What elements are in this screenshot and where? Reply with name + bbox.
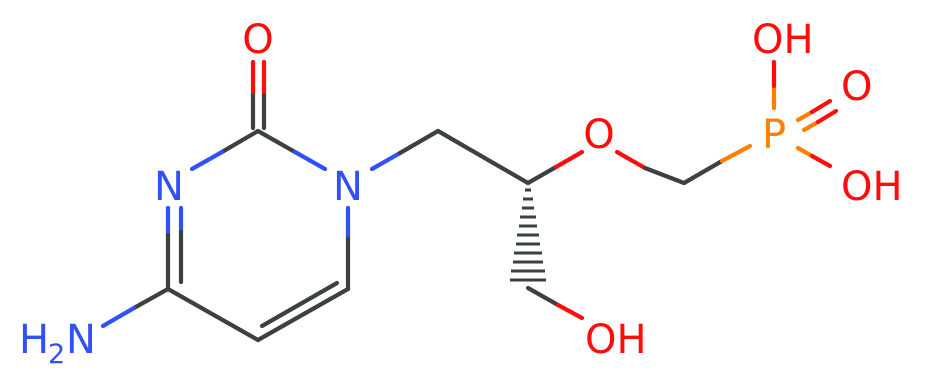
c4-amine-bond [131, 286, 171, 311]
c2-n1-bond [255, 128, 298, 155]
phosphonic-oh-top-label: OH [752, 17, 814, 63]
c2-n1-bond-n [292, 149, 328, 172]
phosphorus-label: P [762, 112, 786, 158]
c2-n3-bond-n [189, 149, 225, 172]
ch2-p-bond-p [719, 143, 753, 164]
ether-oxygen-label: O [583, 112, 614, 158]
n1-ch2-bond-n [369, 150, 403, 172]
hydroxyl-label: OH [585, 317, 647, 363]
hashed-wedge-bond [510, 188, 546, 282]
n1-ch2-bond [397, 128, 441, 156]
amine-n-label: N [66, 317, 96, 363]
ch2-ch-bond [435, 128, 531, 186]
ether-ch2-bond [642, 165, 687, 186]
ch-ether-bond [525, 164, 559, 186]
p-oh-bottom-bond-o [809, 153, 833, 169]
ch2-p-bond [681, 158, 725, 186]
n3-label: N [154, 164, 184, 210]
c2-n3-bond [219, 128, 261, 155]
amine-subscript-label: 2 [48, 339, 65, 370]
c5-c6-bond [255, 286, 351, 343]
amine-h-label: H [19, 317, 49, 363]
ether-ch2-bond-o [614, 149, 648, 171]
p-oh-bottom-bond-p [795, 145, 815, 159]
phosphonic-oh-bottom-label: OH [841, 164, 903, 210]
p-oxo-bond-a-p [795, 109, 815, 123]
ch-ether-bond-o [553, 149, 585, 170]
p-oxo-bond-b-o [815, 108, 839, 125]
n1-label: N [333, 164, 363, 210]
c5-c6-bond-inner [259, 280, 340, 329]
ch2-hydroxyl-bond-o [555, 302, 585, 321]
phosphonic-oxo-label: O [841, 64, 872, 110]
carbonyl-oxygen-label: O [242, 17, 273, 63]
p-oxo-bond-a-o [809, 98, 833, 115]
c4-c5-bond [165, 286, 261, 343]
bonds [100, 59, 839, 343]
c4-amine-bond-n [100, 305, 137, 329]
ch2-hydroxyl-bond [525, 285, 561, 308]
p-oxo-bond-b-p [801, 119, 821, 133]
